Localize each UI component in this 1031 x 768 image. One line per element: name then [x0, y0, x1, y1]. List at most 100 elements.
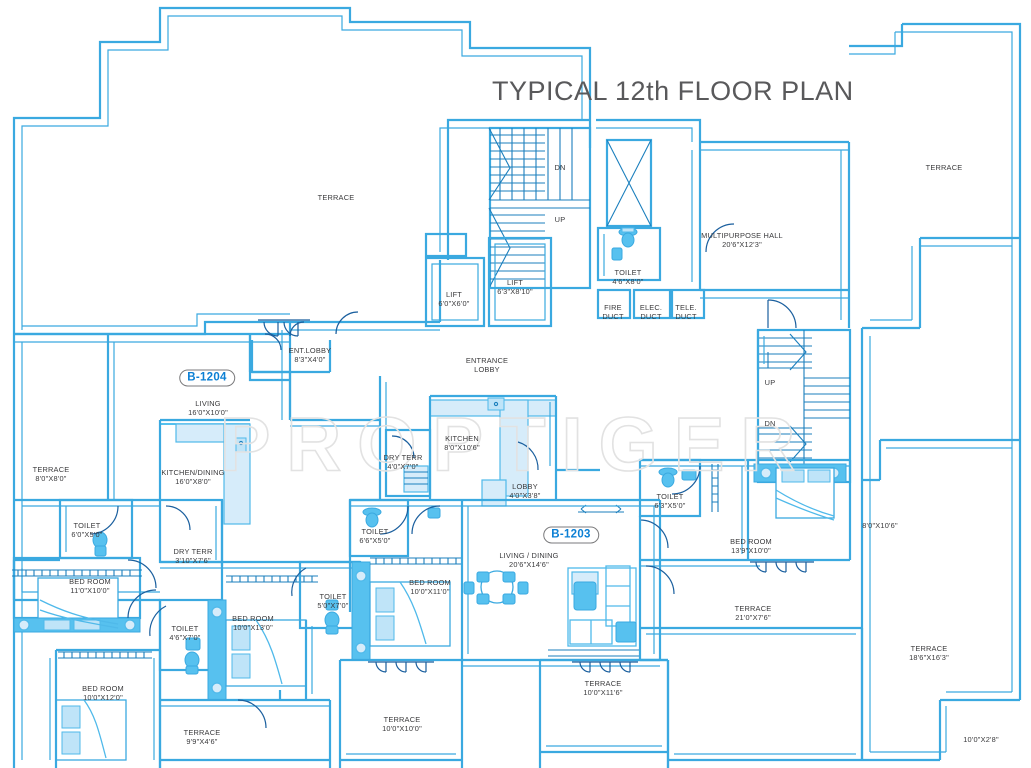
- room-name: DRY TERR: [383, 453, 423, 462]
- room-name: TOILET: [656, 492, 684, 501]
- room-dimension: 16'0"X8'0": [175, 477, 211, 487]
- apartment-b1204-walls: [12, 322, 292, 768]
- room-name: KITCHEN/DINING: [161, 468, 225, 477]
- room-dimension: 6'0"X6'0": [438, 299, 470, 309]
- room-name: TELE.: [675, 303, 697, 312]
- room-dimension: 4'6"X8'0": [612, 277, 644, 287]
- room-dimension: 20'6"X14'6": [509, 560, 549, 570]
- room-name: TERRACE: [734, 604, 772, 613]
- room-label-stair-dn-right: DN: [764, 419, 775, 428]
- room-name: BED ROOM: [730, 537, 772, 546]
- room-dimension: 10'0"X13'0": [233, 623, 273, 633]
- unit-tag-b1204[interactable]: B-1204: [179, 369, 235, 387]
- room-name: TERRACE: [183, 728, 221, 737]
- room-name: LOBBY: [512, 482, 538, 491]
- room-dimension: LOBBY: [474, 365, 500, 375]
- room-dimension: DUCT: [640, 312, 662, 322]
- room-name: TERRACE: [383, 715, 421, 724]
- room-name: KITCHEN: [445, 434, 479, 443]
- room-dimension: 4'0"X7'0": [387, 462, 419, 472]
- room-name: ELEC.: [639, 303, 663, 312]
- room-name: TERRACE: [910, 644, 948, 653]
- room-dimension: 4'6"X7'0": [169, 633, 201, 643]
- room-dimension: 10'0"X11'6": [583, 688, 623, 698]
- room-name: FIRE: [604, 303, 622, 312]
- unit-tag-b1203[interactable]: B-1203: [543, 526, 599, 544]
- room-name: BED ROOM: [69, 577, 111, 586]
- room-dimension: 13'9"X10'0": [731, 546, 771, 556]
- room-label-stair-up-top: UP: [555, 215, 566, 224]
- room-dimension: 10'0"X11'0": [410, 587, 450, 597]
- terrace-top-right-walls: [849, 22, 1022, 760]
- room-dimension: 3'10"X7'6": [175, 556, 211, 566]
- room-dimension: DUCT: [602, 312, 624, 322]
- room-label-dim-right-mid: 8'0"X10'6": [862, 521, 898, 530]
- room-label-dim-bottom-right: 10'0"X2'8": [963, 735, 999, 744]
- room-dimension: 8'0"X8'0": [35, 474, 67, 484]
- room-name: LIVING / DINING: [499, 551, 559, 560]
- room-dimension: 6'3"X8'10": [497, 287, 533, 297]
- room-dimension: 4'0"X3'8": [509, 491, 541, 501]
- apartment-right-walls: [638, 438, 1022, 768]
- room-name: ENT.LOBBY: [288, 346, 332, 355]
- room-dimension: 10'0"X12'0": [83, 693, 123, 703]
- room-name: TOILET: [319, 592, 347, 601]
- room-dimension: 6'6"X5'0": [359, 536, 391, 546]
- room-label-terrace-top-left: TERRACE: [318, 193, 355, 202]
- room-name: UP: [554, 215, 566, 224]
- room-name: TOILET: [171, 624, 199, 633]
- room-dimension: 8'3"X4'0": [294, 355, 326, 365]
- room-name: BED ROOM: [409, 578, 451, 587]
- room-dimension: 10'0"X10'0": [382, 724, 422, 734]
- lower-left-block: [149, 560, 360, 768]
- room-name: TERRACE: [925, 163, 963, 172]
- room-dimension: 5'0"X7'0": [317, 601, 349, 611]
- room-dimension: 11'0"X10'0": [70, 586, 110, 596]
- room-name: TOILET: [361, 527, 389, 536]
- room-dimension: 16'0"X10'0": [188, 408, 228, 418]
- room-name: LIVING: [195, 399, 221, 408]
- room-name: BED ROOM: [232, 614, 274, 623]
- room-name: TOILET: [73, 521, 101, 530]
- room-name: ENTRANCE: [465, 356, 509, 365]
- room-name: DN: [764, 419, 776, 428]
- room-label-elec-duct: ELEC.DUCT: [640, 303, 662, 321]
- room-label-stair-dn-top: DN: [554, 163, 565, 172]
- room-name: TOILET: [614, 268, 642, 277]
- room-dimension: 8'0"X10'6": [444, 443, 480, 453]
- room-name: LIFT: [446, 290, 462, 299]
- room-name: BED ROOM: [82, 684, 124, 693]
- core-walls: [424, 118, 852, 484]
- room-name: TERRACE: [317, 193, 355, 202]
- room-name: 10'0"X2'8": [963, 735, 999, 744]
- room-label-tele-duct: TELE.DUCT: [675, 303, 697, 321]
- room-name: MULTIPURPOSE HALL: [701, 231, 783, 240]
- room-label-terrace-top-right: TERRACE: [926, 163, 963, 172]
